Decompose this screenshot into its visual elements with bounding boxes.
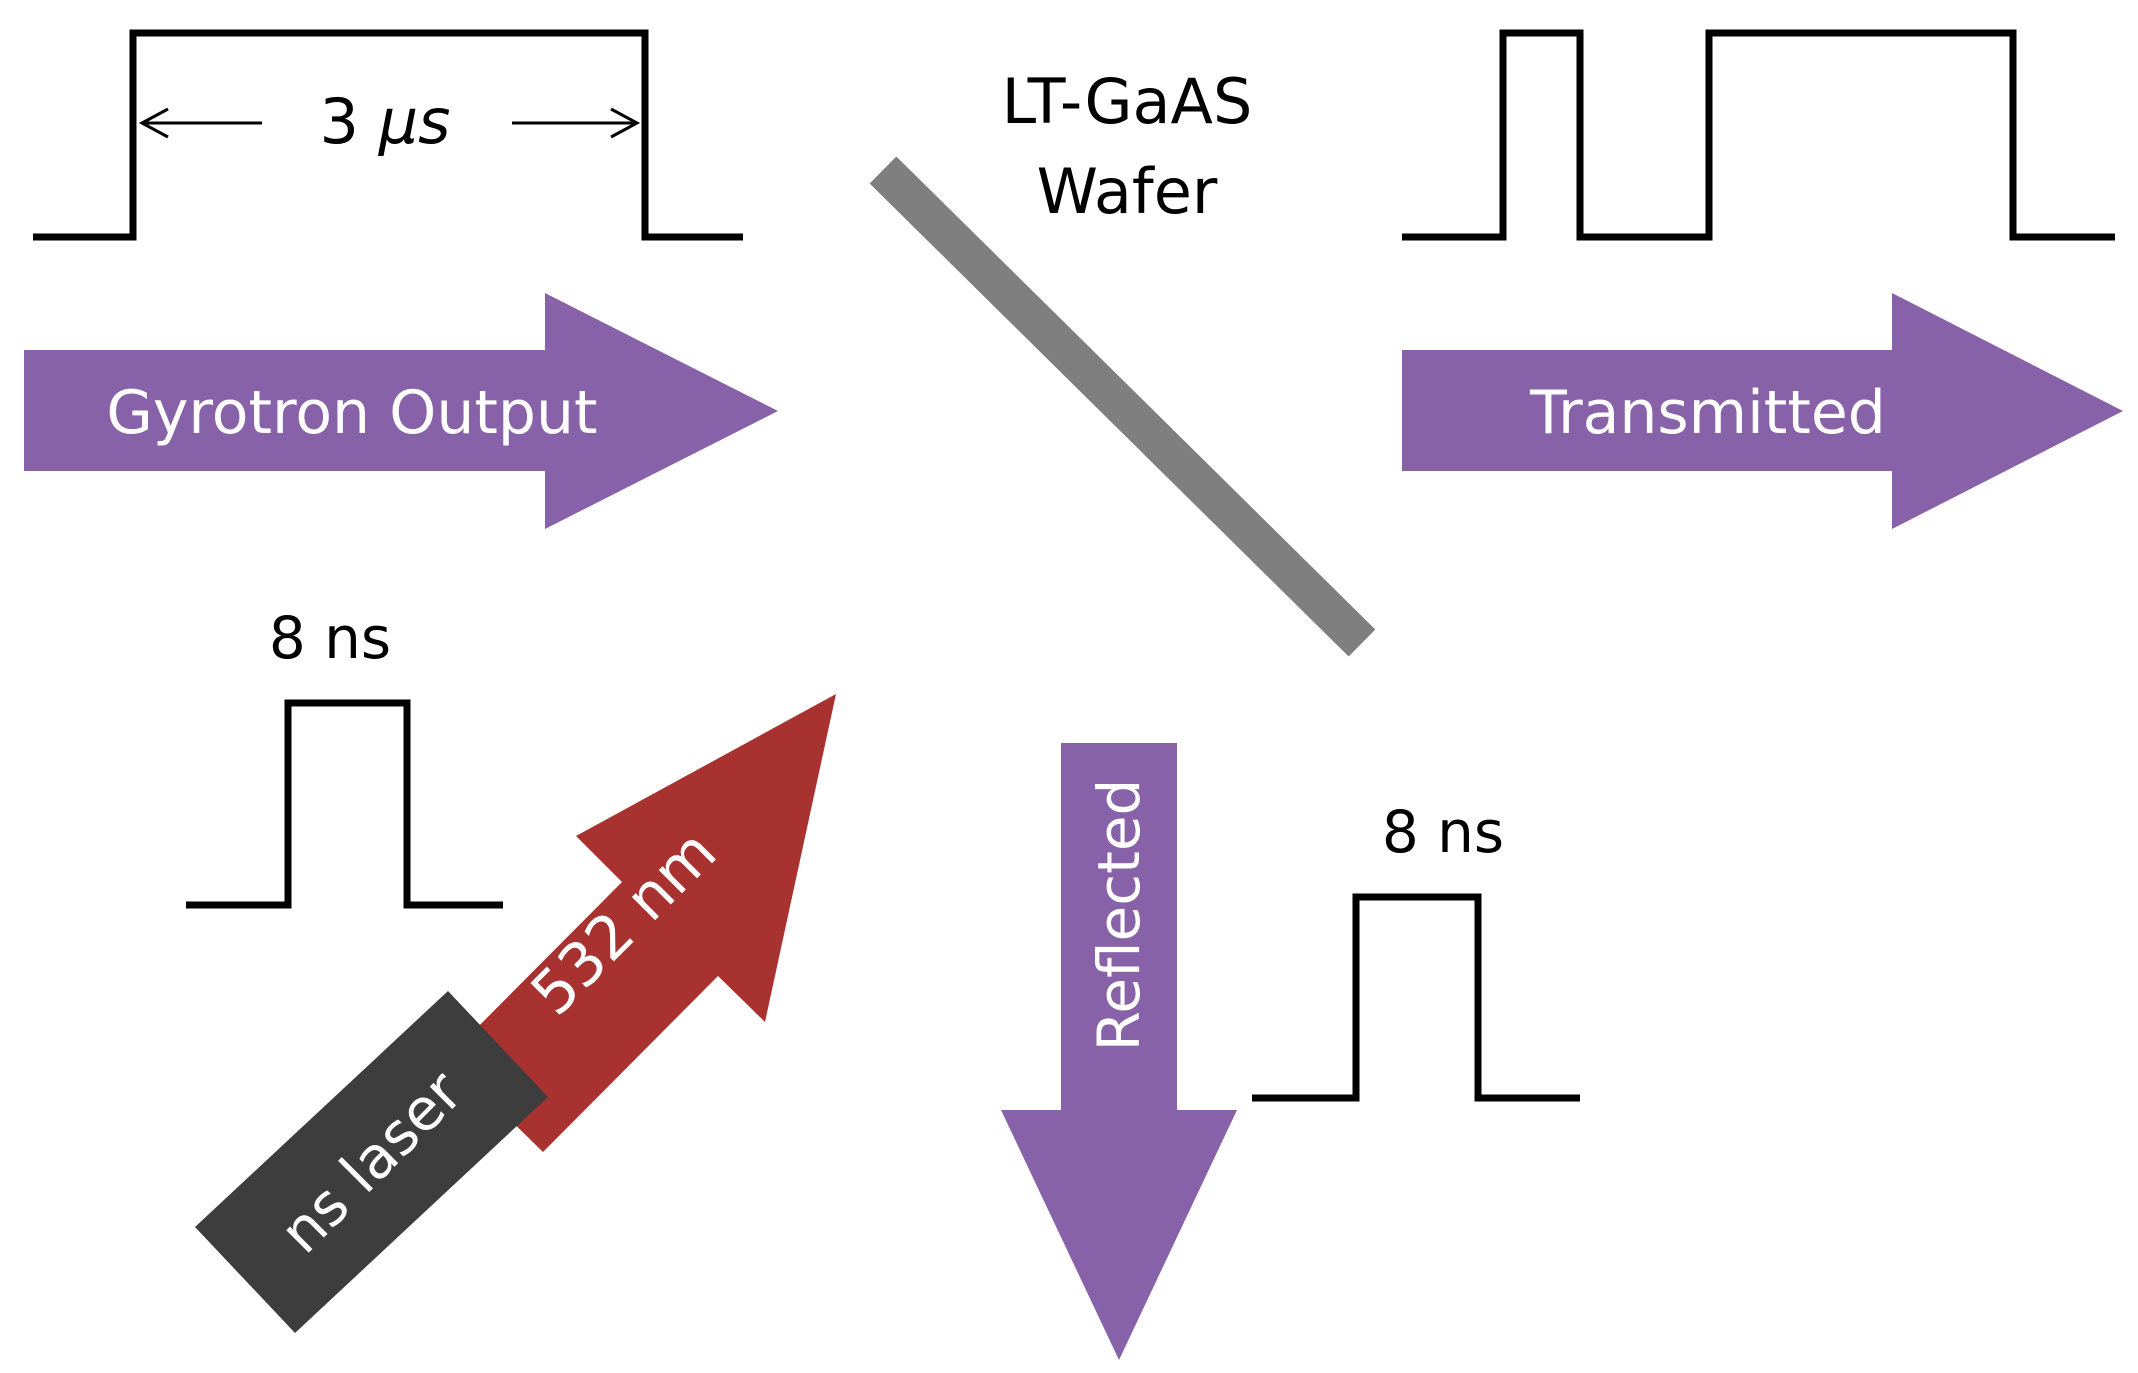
gyrotron-pulse-width-label: 3 μs — [320, 85, 451, 158]
reflected-pulse-width-label: 8 ns — [1382, 798, 1504, 866]
laser-532nm-arrow — [447, 694, 836, 1152]
laser-pulse-width-label: 8 ns — [269, 604, 391, 672]
gyrotron-output-label: Gyrotron Output — [106, 378, 597, 448]
gyrotron-pulse-waveform — [33, 29, 743, 241]
gyrotron-output-arrow — [24, 293, 778, 529]
reflected-pulse-waveform — [1252, 893, 1580, 1102]
ns-laser-body — [195, 991, 548, 1333]
lt-gaas-wafer — [869, 156, 1376, 657]
laser-pulse-waveform — [186, 699, 503, 909]
wafer-label-line1: LT-GaAS — [1002, 65, 1253, 138]
reflected-label: Reflected — [1085, 779, 1153, 1052]
transmitted-pulse-waveform — [1402, 29, 2115, 241]
pulse-width-arrowhead-right — [610, 107, 641, 139]
transmitted-arrow — [1402, 293, 2123, 529]
pulse-width-arrowhead-left — [138, 107, 169, 139]
wafer-label-line2: Wafer — [1037, 155, 1218, 228]
reflected-arrow — [1001, 743, 1237, 1360]
transmitted-label: Transmitted — [1529, 378, 1886, 448]
